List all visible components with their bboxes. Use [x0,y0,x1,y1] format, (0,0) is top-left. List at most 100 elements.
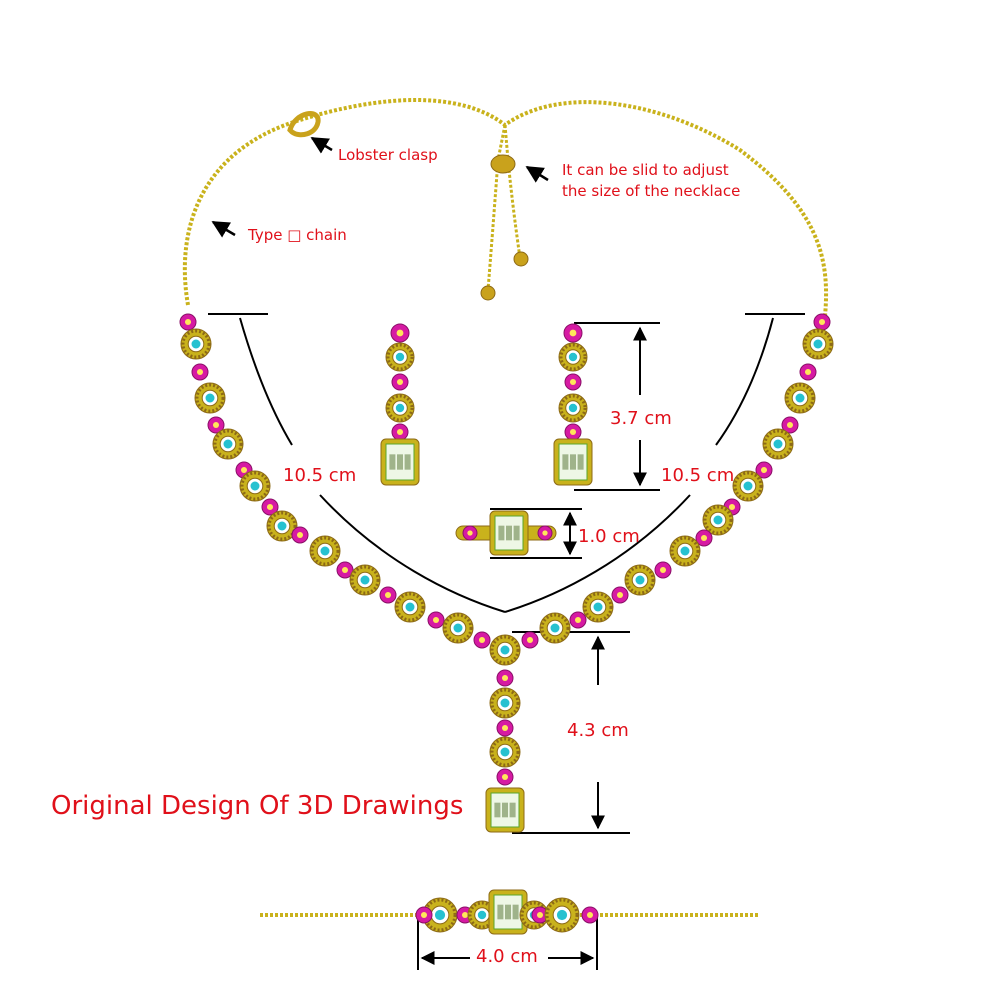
flower-center [569,378,577,386]
slide-note-line2: the size of the necklace [562,182,741,200]
halo-stones [423,898,457,932]
flower-center [526,636,534,644]
halo-gem [223,439,233,449]
flower-center [341,566,349,574]
halo-stones [195,383,225,413]
halo-gem [813,339,823,349]
plaque-bar [505,904,511,920]
halo-gem [743,481,753,491]
flower-center [760,466,768,474]
flower-center [478,636,486,644]
halo-stones [703,505,733,535]
halo-gem [434,909,446,921]
halo-gem [568,403,578,413]
halo-stones [386,343,414,371]
plaque-bar [513,525,520,541]
flower-center [384,591,392,599]
necklace-left-length: 10.5 cm [283,465,357,486]
flower-center [569,329,577,337]
halo-gem [795,393,805,403]
lobster-clasp-label: Lobster clasp [338,146,438,164]
halo-gem [500,698,510,708]
halo-stones [763,429,793,459]
flower-center [501,724,509,732]
slide-arrow [525,165,549,183]
flower-center [396,428,404,436]
halo-stones [490,635,520,665]
halo-gem [453,623,463,633]
halo-gem [191,339,201,349]
bracelet-width: 4.0 cm [476,946,538,967]
left-length-arc-top [239,317,293,446]
flower-center [501,773,509,781]
halo-gem [568,352,578,362]
halo-stones [670,536,700,566]
halo-gem [635,575,645,585]
flower-center [616,591,624,599]
plaque-bar [509,802,516,818]
right-length-arc-bottom [504,494,691,613]
flower-center [432,616,440,624]
halo-gem [250,481,260,491]
flower-center [700,534,708,542]
halo-stones [310,536,340,566]
halo-gem [360,575,370,585]
flower-center [501,674,509,682]
halo-stones [490,688,520,718]
halo-gem [205,393,215,403]
halo-stones [733,471,763,501]
halo-gem [477,910,487,920]
halo-gem [593,602,603,612]
halo-stones [559,343,587,371]
halo-stones [559,394,587,422]
plaque-bar [389,454,396,470]
flower-center [786,421,794,429]
flower-center [396,329,404,337]
slider-bead [490,154,516,174]
flower-center [536,911,544,919]
halo-gem [556,909,568,921]
halo-gem [395,352,405,362]
earring-length: 3.7 cm [610,408,672,429]
halo-gem [395,403,405,413]
halo-stones [395,592,425,622]
flower-center [420,911,428,919]
plaque-bar [502,802,508,818]
caption-title: Original Design Of 3D Drawings [51,791,464,821]
halo-stones [803,329,833,359]
flower-center [296,531,304,539]
plaque-bar [498,525,505,541]
flower-center [728,503,736,511]
plaque-bar [506,525,512,541]
halo-gem [500,747,510,757]
flower-center [542,530,548,536]
flower-center [461,911,469,919]
plaque-bar [404,454,411,470]
halo-gem [277,521,287,531]
halo-stones [583,592,613,622]
halo-stones [443,613,473,643]
flower-center [574,616,582,624]
flower-center [804,368,812,376]
halo-stones [267,511,297,541]
ring-height: 1.0 cm [578,526,640,547]
halo-gem [500,645,510,655]
halo-gem [773,439,783,449]
halo-stones [625,565,655,595]
flower-center [818,318,826,326]
plaque-bar [570,454,576,470]
plaque-bar [497,904,504,920]
slide-note-line1: It can be slid to adjust [562,161,729,179]
halo-stones [785,383,815,413]
flower-center [396,378,404,386]
flower-center [467,530,473,536]
plaque-bar [494,802,501,818]
plaque-bar [512,904,519,920]
chain-type-label: Type □ chain [248,226,347,244]
left-length-arc-bottom [319,494,506,613]
slider-chain-left [486,124,507,291]
flower-center [266,503,274,511]
flower-center [184,318,192,326]
slider-chain-right [503,124,522,259]
